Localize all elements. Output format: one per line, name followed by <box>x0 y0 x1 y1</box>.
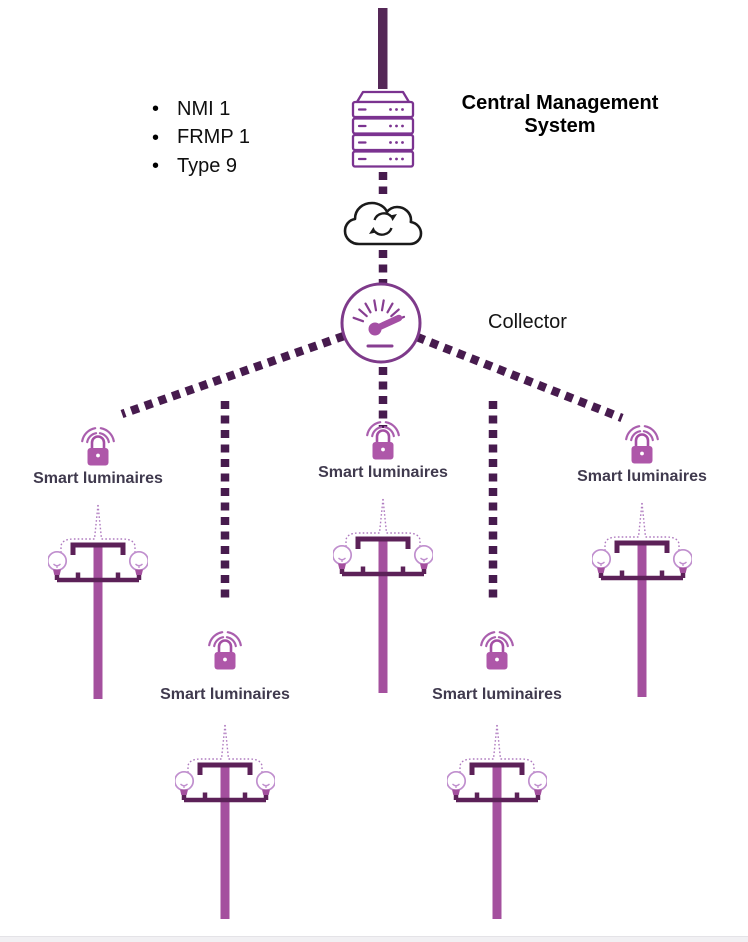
secured-wireless-lock-icon <box>469 626 525 674</box>
secured-wireless-lock-icon <box>355 416 411 464</box>
secured-wireless-lock-icon <box>614 420 670 468</box>
smart-luminaires-label: Smart luminaires <box>432 686 562 703</box>
cloud-sync-icon <box>343 201 423 246</box>
page-edge-strip <box>0 936 748 942</box>
street-light-pole-icon <box>48 499 148 699</box>
list-item: • FRMP 1 <box>152 124 250 153</box>
smart-luminaires-label: Smart luminaires <box>318 464 448 481</box>
smart-luminaire-node-2: Smart luminaires <box>140 626 310 919</box>
attribute-nmi: NMI 1 <box>177 97 231 120</box>
top-feed-bar <box>378 8 388 89</box>
smart-luminaires-label: Smart luminaires <box>33 470 163 487</box>
cms-title: Central Management System <box>461 92 659 137</box>
server-icon <box>351 90 415 168</box>
bullet-icon: • <box>152 98 160 121</box>
smart-luminaire-node-3: Smart luminaires <box>298 416 468 693</box>
street-light-pole-icon <box>592 497 692 697</box>
gauge-icon <box>340 282 422 364</box>
smart-luminaires-label: Smart luminaires <box>160 686 290 703</box>
smart-luminaire-node-4: Smart luminaires <box>412 626 582 919</box>
attribute-frmp: FRMP 1 <box>177 126 250 149</box>
smart-luminaire-node-1: Smart luminaires <box>13 422 183 699</box>
link-collector-luminaire-5 <box>415 333 624 422</box>
list-item: • NMI 1 <box>152 95 250 124</box>
smart-luminaires-label: Smart luminaires <box>577 468 707 485</box>
collector-label: Collector <box>488 311 567 333</box>
attribute-list: • NMI 1 • FRMP 1 • Type 9 <box>152 95 250 181</box>
bullet-icon: • <box>152 155 160 178</box>
secured-wireless-lock-icon <box>70 422 126 470</box>
secured-wireless-lock-icon <box>197 626 253 674</box>
link-collector-luminaire-1 <box>120 331 346 419</box>
smart-luminaire-node-5: Smart luminaires <box>557 420 727 697</box>
street-light-pole-icon <box>175 719 275 919</box>
list-item: • Type 9 <box>152 152 250 181</box>
bullet-icon: • <box>152 126 160 149</box>
street-light-pole-icon <box>447 719 547 919</box>
attribute-type: Type 9 <box>177 154 238 177</box>
